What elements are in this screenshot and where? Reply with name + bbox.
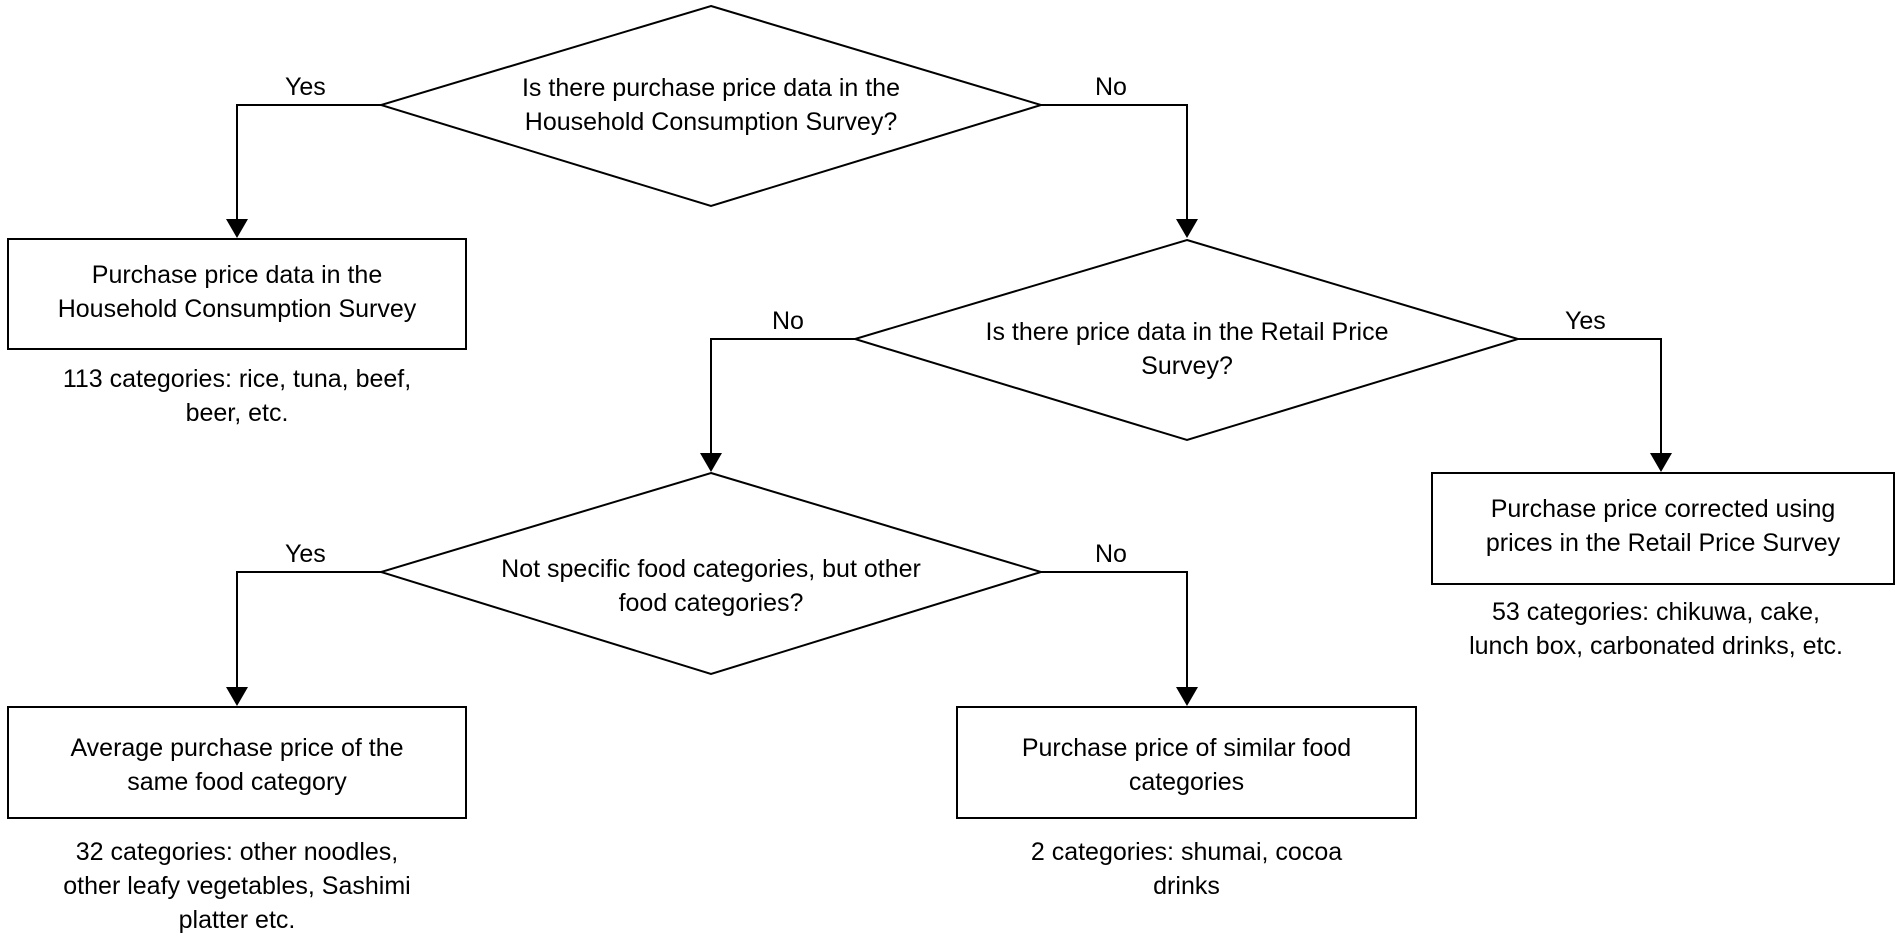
arrowhead-q2-yes (1650, 453, 1672, 472)
edge-q2-yes (1518, 338, 1662, 455)
note-retail-categories: 53 categories: chikuwa, cake, lunch box,… (1469, 598, 1843, 660)
arrowhead-q2-no (700, 453, 722, 472)
box-retail-corrected (1431, 472, 1895, 585)
edge-label-q3-yes: Yes (285, 540, 326, 568)
box-similar-price-text: Purchase price of similar food categorie… (1021, 734, 1352, 796)
arrowhead-q3-no (1176, 687, 1198, 706)
box-average-price (7, 706, 467, 819)
decision-retail-survey (851, 238, 1522, 442)
note-similar-categories: 2 categories: shumai, cocoa drinks (1030, 838, 1343, 900)
edge-q3-yes (236, 571, 381, 689)
arrowhead-q3-yes (226, 687, 248, 706)
edge-label-q2-no: No (772, 307, 804, 335)
decision-household-survey-text: Is there purchase price data in the Hous… (521, 74, 900, 136)
edge-q1-yes (236, 104, 381, 221)
decision-household-survey (377, 4, 1045, 208)
arrowhead-q1-no (1176, 219, 1198, 238)
box-similar-price (956, 706, 1417, 819)
decision-other-categories (377, 471, 1045, 676)
edge-label-q1-no: No (1095, 73, 1127, 101)
box-household-price-text: Purchase price data in the Household Con… (57, 261, 417, 323)
note-household-categories: 113 categories: rice, tuna, beef, beer, … (62, 365, 412, 427)
edge-q3-no (1041, 571, 1188, 689)
edge-label-q3-no: No (1095, 540, 1127, 568)
edge-label-q1-yes: Yes (285, 73, 326, 101)
note-average-categories: 32 categories: other noodles, other leaf… (63, 838, 411, 934)
box-retail-corrected-text: Purchase price corrected using prices in… (1485, 495, 1841, 557)
edge-label-q2-yes: Yes (1565, 307, 1606, 335)
edge-q2-no (710, 338, 855, 455)
box-household-price (7, 238, 467, 350)
box-average-price-text: Average purchase price of the same food … (70, 734, 404, 796)
edge-q1-no (1041, 104, 1188, 221)
decision-other-categories-text: Not specific food categories, but other … (501, 555, 921, 617)
decision-retail-survey-text: Is there price data in the Retail Price … (985, 318, 1389, 380)
arrowhead-q1-yes (226, 219, 248, 238)
